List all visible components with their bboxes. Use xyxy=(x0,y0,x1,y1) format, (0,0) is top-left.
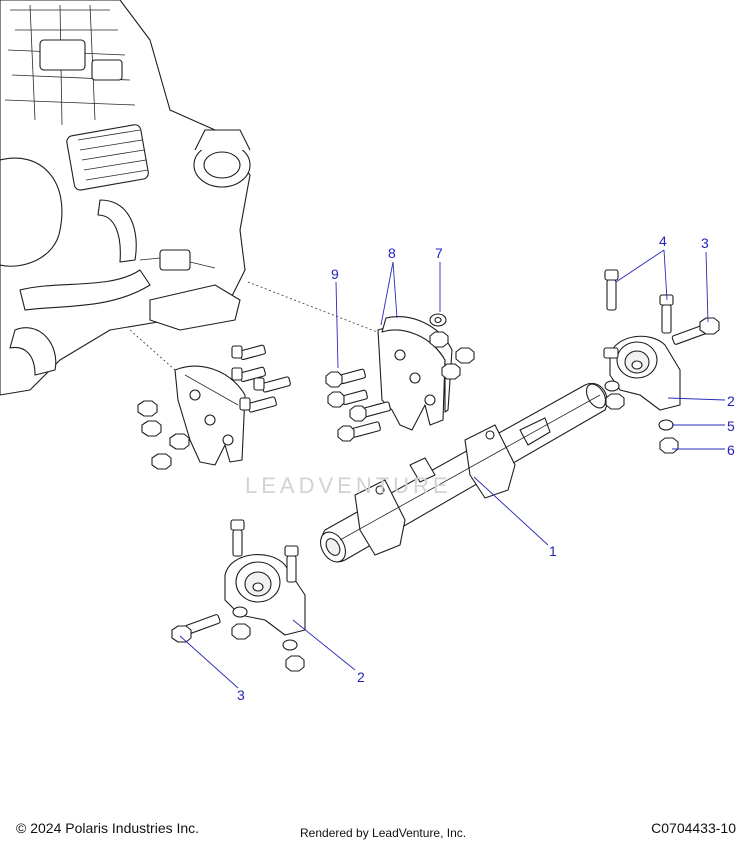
callout-4: 4 xyxy=(659,233,667,249)
diagram-id: C0704433-10 xyxy=(651,820,736,836)
callout-3-upper: 3 xyxy=(701,235,709,251)
pillow-block-lower xyxy=(171,519,306,672)
callout-5: 5 xyxy=(727,418,735,434)
shaft-assembly xyxy=(320,382,608,563)
callout-1: 1 xyxy=(549,543,557,559)
alignment-line-left xyxy=(129,329,176,371)
rendered-by-text: Rendered by LeadVenture, Inc. xyxy=(300,826,467,840)
pillow-block-upper xyxy=(603,269,720,454)
callout-leaders xyxy=(179,249,726,689)
callout-7: 7 xyxy=(435,245,443,261)
callout-6: 6 xyxy=(727,442,735,458)
copyright-text: © 2024 Polaris Industries Inc. xyxy=(16,820,200,836)
right-mount-bracket-group xyxy=(325,313,475,442)
engine-assembly xyxy=(0,0,251,396)
callout-8: 8 xyxy=(388,245,396,261)
callout-9: 9 xyxy=(331,266,339,282)
watermark: LEADVENTURE xyxy=(245,473,452,498)
left-mount-bracket-group xyxy=(137,344,291,470)
callout-2-upper: 2 xyxy=(727,393,735,409)
callout-3-lower: 3 xyxy=(237,687,245,703)
alignment-line-right xyxy=(247,281,386,336)
callout-2-lower: 2 xyxy=(357,669,365,685)
